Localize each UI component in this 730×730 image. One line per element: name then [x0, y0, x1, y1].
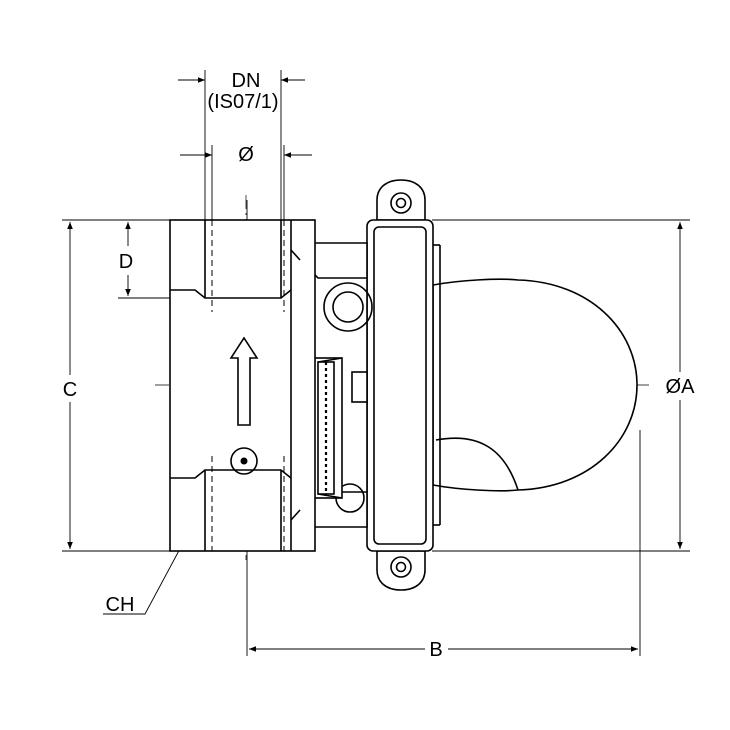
dimension-bore-diameter: Ø — [180, 144, 312, 225]
cover-dome — [432, 278, 638, 492]
flow-direction-arrow-icon — [229, 336, 259, 426]
dn-label: DN — [232, 70, 261, 92]
dimension-c: C — [62, 219, 170, 552]
flange-cover — [366, 219, 441, 552]
dimension-a: ØA — [432, 219, 696, 552]
b-label: B — [429, 639, 442, 661]
c-label: C — [63, 379, 77, 401]
mounting-lugs — [376, 179, 426, 591]
dimension-ch: CH — [103, 544, 183, 616]
a-label: ØA — [666, 376, 696, 398]
drain-plug — [230, 447, 258, 475]
ch-label: CH — [106, 594, 135, 616]
bore-diameter-label: Ø — [238, 144, 254, 166]
d-label: D — [119, 251, 133, 273]
dimension-dn: DN (IS07/1) — [178, 70, 305, 225]
dn-standard-label: (IS07/1) — [207, 91, 278, 113]
